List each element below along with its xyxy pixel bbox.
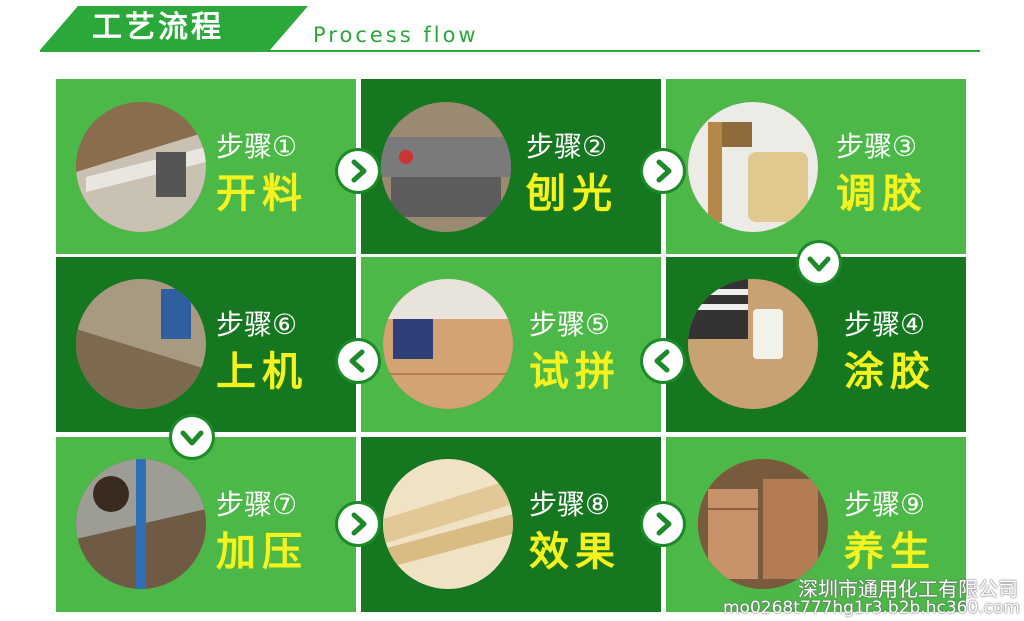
step-2-label: 步骤② bbox=[526, 130, 608, 163]
step-4-card: 步骤④ 涂胶 bbox=[666, 257, 966, 432]
step-6-card: 步骤⑥ 上机 bbox=[56, 257, 356, 432]
chevron-right-icon bbox=[338, 151, 378, 191]
step-3-label: 步骤③ bbox=[836, 130, 918, 163]
step-5-name: 试拼 bbox=[529, 349, 621, 395]
header-divider bbox=[40, 50, 980, 52]
step-1-photo bbox=[76, 102, 206, 232]
step-6-name: 上机 bbox=[216, 349, 308, 395]
watermark-site: mo0268t777hg1r3.b2b.hc360.com bbox=[722, 598, 1020, 618]
step-7-label: 步骤⑦ bbox=[216, 488, 298, 521]
step-2-photo bbox=[381, 102, 511, 232]
chevron-down-icon bbox=[799, 243, 839, 283]
step-4-name: 涂胶 bbox=[844, 349, 936, 395]
step-7-card: 步骤⑦ 加压 bbox=[56, 437, 356, 612]
step-9-label: 步骤⑨ bbox=[844, 488, 926, 521]
step-8-label: 步骤⑧ bbox=[529, 488, 611, 521]
chevron-left-icon bbox=[338, 341, 378, 381]
page-subtitle: Process flow bbox=[313, 23, 479, 47]
chevron-right-icon bbox=[643, 151, 683, 191]
chevron-down-icon bbox=[172, 417, 212, 457]
step-5-card: 步骤⑤ 试拼 bbox=[361, 257, 661, 432]
step-2-name: 刨光 bbox=[526, 171, 618, 217]
step-1-label: 步骤① bbox=[216, 130, 298, 163]
chevron-right-icon bbox=[338, 504, 378, 544]
step-1-name: 开料 bbox=[216, 171, 308, 217]
step-2-card: 步骤② 刨光 bbox=[361, 79, 661, 254]
step-3-name: 调胶 bbox=[836, 171, 928, 217]
chevron-right-icon bbox=[643, 504, 683, 544]
page-title: 工艺流程 bbox=[92, 10, 224, 45]
step-9-card: 步骤⑨ 养生 bbox=[666, 437, 966, 612]
step-6-photo bbox=[76, 279, 206, 409]
step-7-name: 加压 bbox=[216, 529, 308, 575]
watermark-company: 深圳市通用化工有限公司 bbox=[798, 577, 1018, 601]
step-8-photo bbox=[383, 459, 513, 589]
process-grid: 步骤① 开料 步骤② 刨光 步骤③ 调胶 步骤⑥ 上机 步骤⑤ 试拼 步骤 bbox=[56, 79, 966, 612]
step-4-label: 步骤④ bbox=[844, 308, 926, 341]
page-header: 工艺流程 Process flow bbox=[0, 0, 1024, 60]
step-8-name: 效果 bbox=[529, 529, 621, 575]
step-5-label: 步骤⑤ bbox=[529, 308, 611, 341]
step-3-photo bbox=[688, 102, 818, 232]
step-4-photo bbox=[688, 279, 818, 409]
step-3-card: 步骤③ 调胶 bbox=[666, 79, 966, 254]
header-banner bbox=[40, 6, 308, 50]
chevron-left-icon bbox=[643, 341, 683, 381]
step-8-card: 步骤⑧ 效果 bbox=[361, 437, 661, 612]
step-1-card: 步骤① 开料 bbox=[56, 79, 356, 254]
step-9-name: 养生 bbox=[844, 529, 936, 575]
step-7-photo bbox=[76, 459, 206, 589]
step-6-label: 步骤⑥ bbox=[216, 308, 298, 341]
step-9-photo bbox=[698, 459, 828, 589]
step-5-photo bbox=[383, 279, 513, 409]
